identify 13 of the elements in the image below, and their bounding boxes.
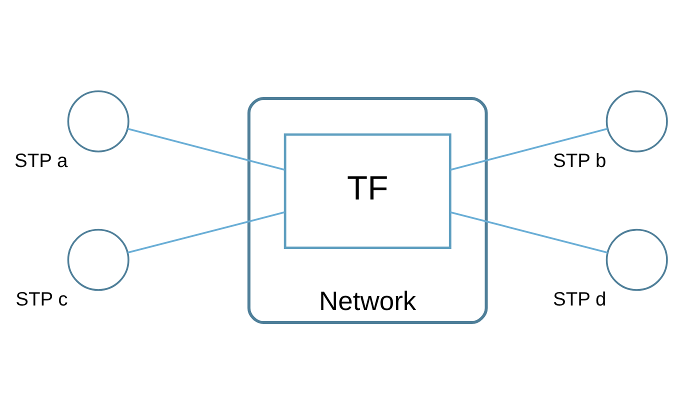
connector <box>127 210 285 254</box>
node-circle <box>67 90 130 152</box>
node-circle <box>67 228 130 290</box>
node-box: TF <box>284 132 452 249</box>
connector <box>450 210 608 254</box>
node-label: STP c <box>16 288 68 310</box>
node-label: STP b <box>553 150 606 172</box>
node-label: STP a <box>14 150 68 172</box>
node-circle <box>606 90 668 152</box>
node-circle <box>606 228 668 290</box>
connector <box>450 127 608 170</box>
node-label: STP d <box>553 288 606 310</box>
connector <box>127 127 285 170</box>
